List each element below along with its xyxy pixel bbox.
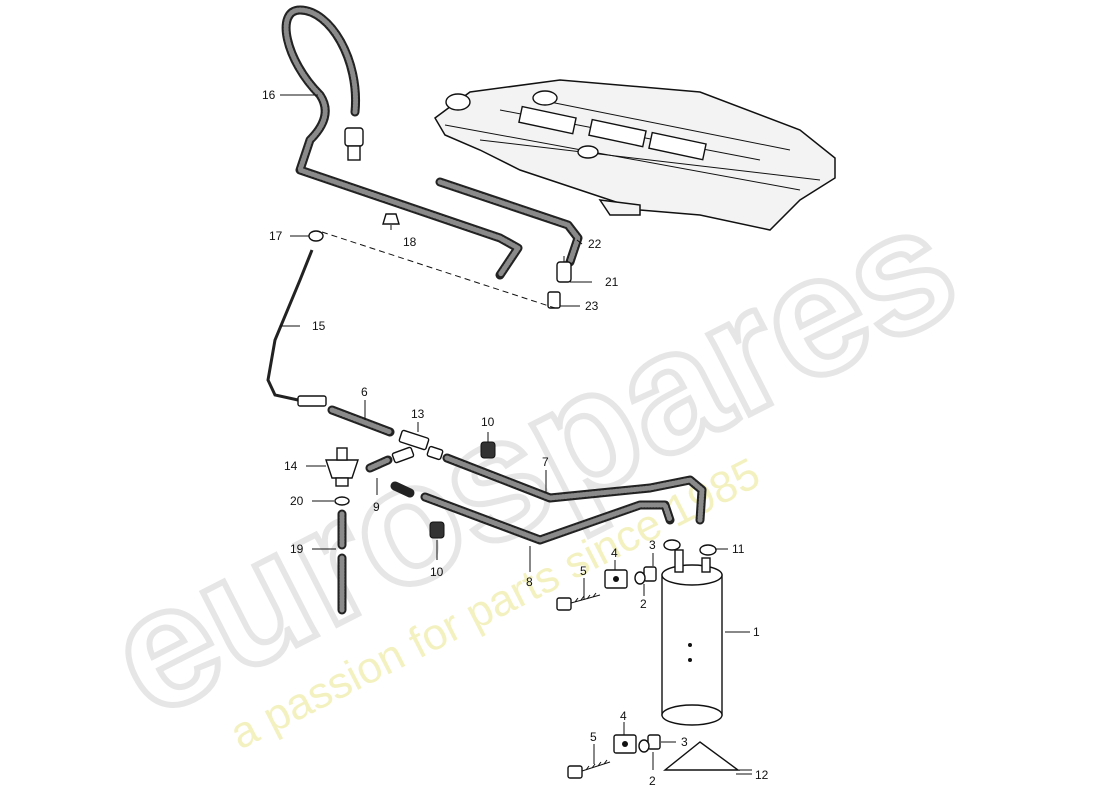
- callout-9: 9: [373, 500, 380, 514]
- callout-3-upper: 3: [649, 538, 656, 552]
- watermark-brand: eurospares: [81, 168, 984, 753]
- hose-6: [327, 405, 395, 437]
- callout-22: 22: [588, 237, 602, 251]
- callout-21: 21: [605, 275, 619, 289]
- callout-12: 12: [755, 768, 769, 782]
- callout-16: 16: [262, 88, 276, 102]
- callout-2-upper: 2: [640, 597, 647, 611]
- seal-20: [334, 496, 350, 506]
- hose-7: [442, 453, 707, 525]
- callout-17: 17: [269, 229, 283, 243]
- hose-9: [365, 455, 393, 473]
- callout-11: 11: [732, 542, 745, 556]
- callout-4-upper: 4: [611, 546, 618, 560]
- grommet-10-lower: [429, 521, 445, 539]
- callout-15: 15: [312, 319, 326, 333]
- grommet-10-upper: [480, 441, 496, 459]
- connector-23: [547, 291, 561, 309]
- carbon-canister-1: [661, 549, 723, 726]
- callout-6: 6: [361, 385, 368, 399]
- pipe-15: [266, 249, 327, 407]
- tee-13: [391, 429, 444, 464]
- callout-19: 19: [290, 542, 304, 556]
- bracket-4-upper: [604, 569, 628, 589]
- hose-16: [281, 5, 523, 280]
- callout-4-lower: 4: [620, 709, 627, 723]
- washer-11: [699, 544, 717, 556]
- callout-5-lower: 5: [590, 730, 597, 744]
- callout-23: 23: [585, 299, 599, 313]
- hose-22: [435, 177, 583, 267]
- leader-lines: [280, 94, 752, 775]
- callout-5-upper: 5: [580, 564, 587, 578]
- callout-13: 13: [411, 407, 425, 421]
- callout-7: 7: [542, 455, 549, 469]
- callout-10-upper: 10: [481, 415, 495, 429]
- callout-3-lower: 3: [681, 735, 688, 749]
- bracket-4-lower: [613, 734, 637, 754]
- watermark: eurospares a passion for parts since 198…: [78, 165, 987, 759]
- callout-14: 14: [284, 459, 298, 473]
- callout-2-lower: 2: [649, 774, 656, 788]
- valve-14: [325, 447, 359, 487]
- callout-8: 8: [526, 575, 533, 589]
- bushing-2-lower: [638, 734, 661, 753]
- bushing-2-upper: [634, 566, 657, 585]
- fuel-tank: [434, 79, 836, 231]
- screw-5-upper: [556, 592, 601, 611]
- callout-1: 1: [753, 625, 760, 639]
- callout-18: 18: [403, 235, 417, 249]
- clamp-12: [663, 741, 752, 771]
- clip-17: [308, 230, 324, 242]
- screw-5-lower: [567, 759, 611, 779]
- callout-20: 20: [290, 494, 304, 508]
- dashed-guide: [321, 231, 556, 309]
- valve-21: [556, 256, 572, 283]
- callout-10-lower: 10: [430, 565, 444, 579]
- callouts: 1 2 2 3 3 4 4 5 5 6 7 8 9 10 10 11 12 13…: [262, 88, 769, 788]
- washer-3-upper: [663, 539, 681, 551]
- hose-8: [390, 481, 675, 545]
- clip-18: [382, 213, 400, 225]
